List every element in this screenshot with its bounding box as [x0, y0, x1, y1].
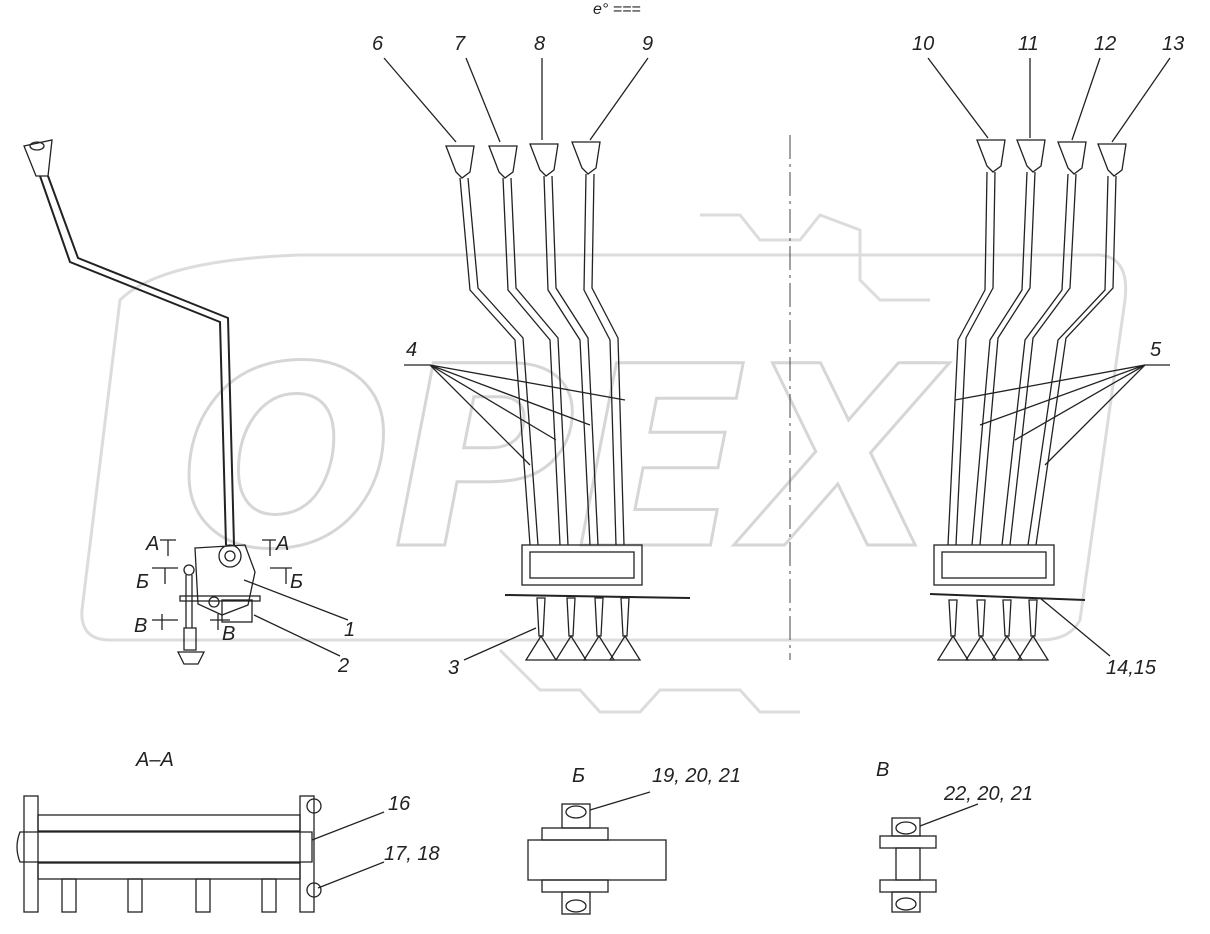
- leader-lines: [243, 57, 1171, 661]
- callout-10: 10: [912, 33, 934, 55]
- lever-group-right: [929, 139, 1127, 661]
- section-view-aa: А–А 16 17, 18: [16, 749, 440, 913]
- callout-11: 11: [1018, 33, 1039, 55]
- watermark-logo: OPEX: [80, 213, 1128, 714]
- callout-1: 1: [344, 619, 355, 641]
- callout-19-20-21: 19, 20, 21: [652, 765, 741, 787]
- callout-8: 8: [534, 33, 545, 55]
- callout-13: 13: [1162, 33, 1184, 55]
- section-title-b: Б: [572, 765, 585, 787]
- callout-17-18: 17, 18: [384, 843, 440, 865]
- callout-6: 6: [372, 33, 384, 55]
- callout-3: 3: [448, 657, 459, 679]
- callout-16: 16: [388, 793, 411, 815]
- callout-14-15: 14,15: [1106, 657, 1157, 679]
- callout-5: 5: [1150, 339, 1162, 361]
- callout-22-20-21: 22, 20, 21: [943, 783, 1033, 805]
- single-lever: [23, 139, 261, 665]
- callout-9: 9: [642, 33, 653, 55]
- callout-12: 12: [1094, 33, 1116, 55]
- section-view-v: В 22, 20, 21: [876, 759, 1033, 913]
- lever-group-left: [445, 141, 691, 661]
- section-view-b: Б 19, 20, 21: [527, 765, 741, 915]
- callouts: 6 7 8 9 10 11 12 13 4 5 1 2 3 14,15: [337, 33, 1184, 679]
- section-mark-b-right: Б: [290, 571, 303, 593]
- callout-7: 7: [454, 33, 466, 55]
- section-marks: А А Б Б В В: [134, 533, 303, 645]
- callout-4: 4: [406, 339, 417, 361]
- section-mark-a-right: А: [275, 533, 289, 555]
- watermark-text: OPEX: [180, 313, 950, 604]
- callout-2: 2: [337, 655, 349, 677]
- section-mark-v-left: В: [134, 615, 147, 637]
- section-mark-b-left: Б: [136, 571, 149, 593]
- section-title-v: В: [876, 759, 889, 781]
- section-mark-a-left: А: [145, 533, 159, 555]
- header-mark: e° ===: [593, 1, 641, 18]
- section-mark-v-right: В: [222, 623, 235, 645]
- section-title-aa: А–А: [135, 749, 174, 771]
